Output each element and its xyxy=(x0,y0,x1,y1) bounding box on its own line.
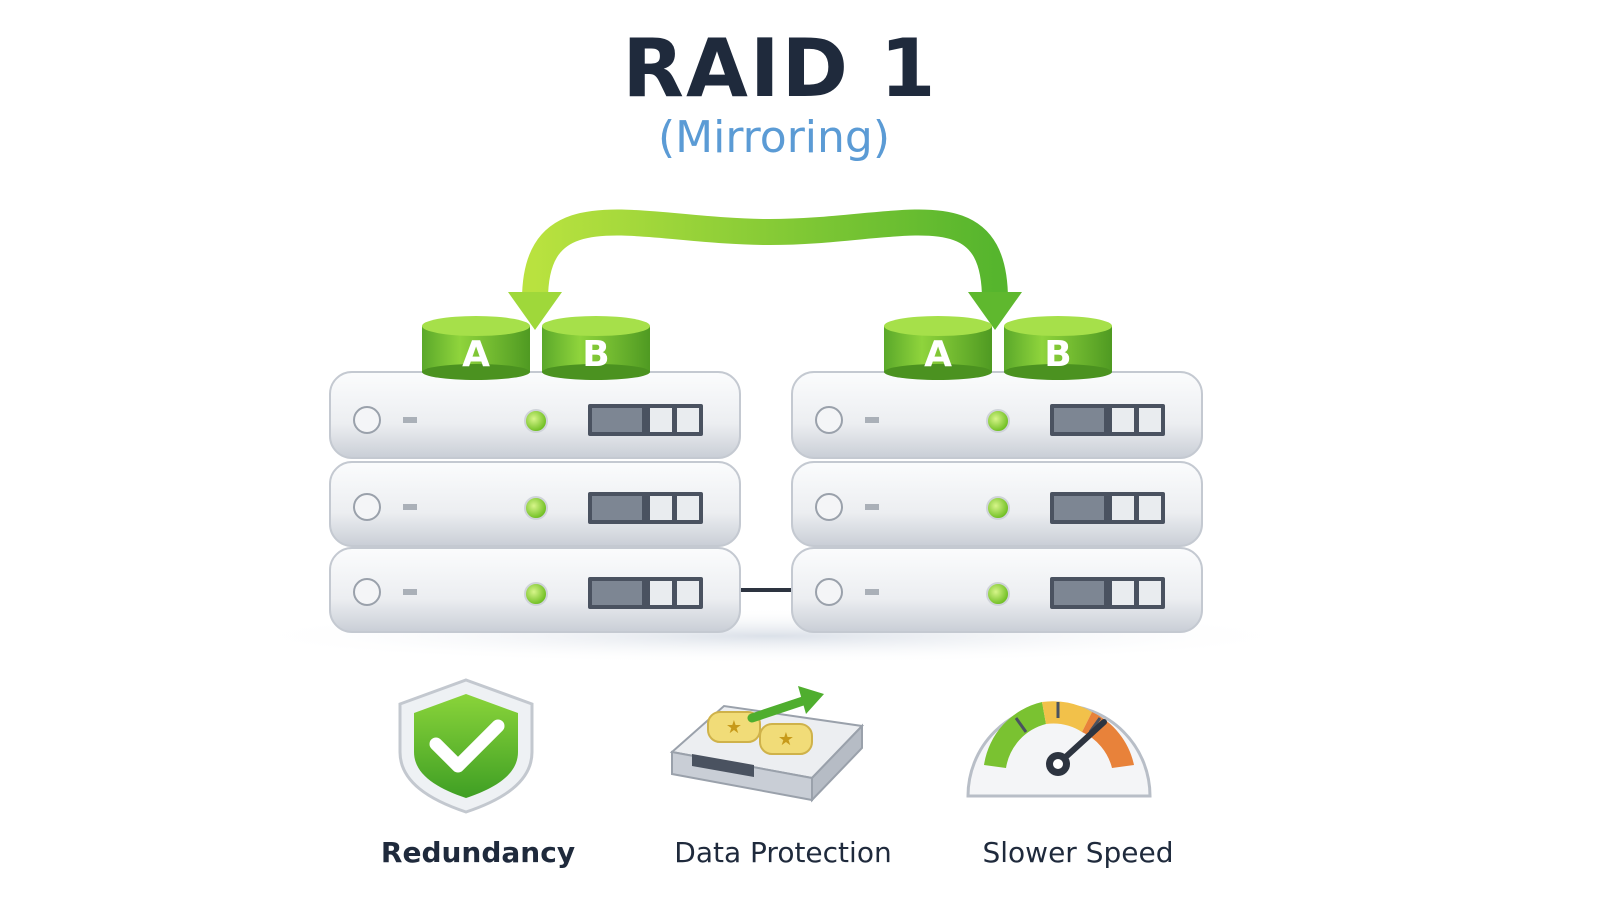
server-unit xyxy=(791,547,1203,633)
svg-text:★: ★ xyxy=(778,729,794,749)
svg-text:★: ★ xyxy=(726,717,742,737)
server-unit xyxy=(329,371,741,459)
server-unit xyxy=(791,371,1203,459)
drive-cylinder-left-b: B xyxy=(542,316,650,380)
drive-label: B xyxy=(582,334,609,375)
feature-label-redundancy: Redundancy xyxy=(380,836,576,869)
drive-cylinder-left-a: A xyxy=(422,316,530,380)
drive-label: A xyxy=(462,334,490,375)
mirror-arrow xyxy=(508,209,1022,330)
drive-label: B xyxy=(1044,334,1071,375)
server-stack-right xyxy=(791,371,1203,633)
server-unit xyxy=(791,461,1203,547)
speedometer-icon xyxy=(966,701,1152,798)
drive-cylinder-right-a: A xyxy=(884,316,992,380)
feature-label-slower-speed: Slower Speed xyxy=(982,836,1174,869)
drive-label: A xyxy=(924,334,952,375)
feature-label-data-protection: Data Protection xyxy=(674,836,892,869)
page-title: RAID 1 xyxy=(622,22,938,115)
server-unit xyxy=(329,547,741,633)
server-stack-left xyxy=(329,371,741,633)
shield-check-icon xyxy=(398,678,534,814)
hard-drive-arrow-icon: ★ ★ xyxy=(669,686,865,803)
server-unit xyxy=(329,461,741,547)
page-subtitle: (Mirroring) xyxy=(657,112,890,163)
drive-cylinder-right-b: B xyxy=(1004,316,1112,380)
